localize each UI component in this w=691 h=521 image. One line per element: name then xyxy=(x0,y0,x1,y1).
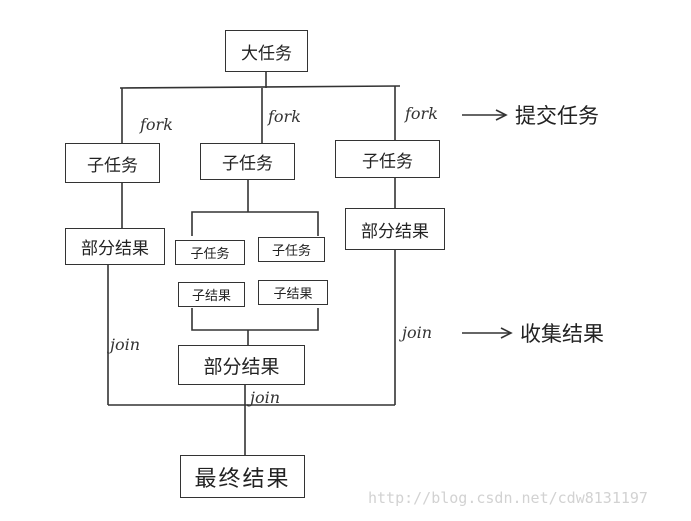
root-task-box: 大任务 xyxy=(225,30,308,72)
nested-subtask-box: 子任务 xyxy=(258,237,325,262)
subtask-box: 子任务 xyxy=(335,140,440,178)
join-label: join xyxy=(402,323,433,342)
nested-subtask-box: 子任务 xyxy=(175,240,245,265)
subtask-box: 子任务 xyxy=(200,143,295,180)
fork-note: 提交任务 xyxy=(515,104,599,128)
partial-result-box: 部分结果 xyxy=(345,208,445,250)
final-result-box: 最终结果 xyxy=(180,455,305,498)
fork-label: fork xyxy=(140,115,173,134)
subresult-box: 子结果 xyxy=(258,280,328,305)
fork-label: fork xyxy=(405,104,438,123)
partial-result-box: 部分结果 xyxy=(65,228,165,265)
subtask-box: 子任务 xyxy=(65,143,160,183)
fork-label: fork xyxy=(268,107,301,126)
watermark: http://blog.csdn.net/cdw8131197 xyxy=(368,489,648,507)
join-label: join xyxy=(250,388,281,407)
subresult-box: 子结果 xyxy=(178,282,245,307)
join-note: 收集结果 xyxy=(520,322,604,346)
nested-partial-result-box: 部分结果 xyxy=(178,345,305,385)
join-label: join xyxy=(110,335,141,354)
